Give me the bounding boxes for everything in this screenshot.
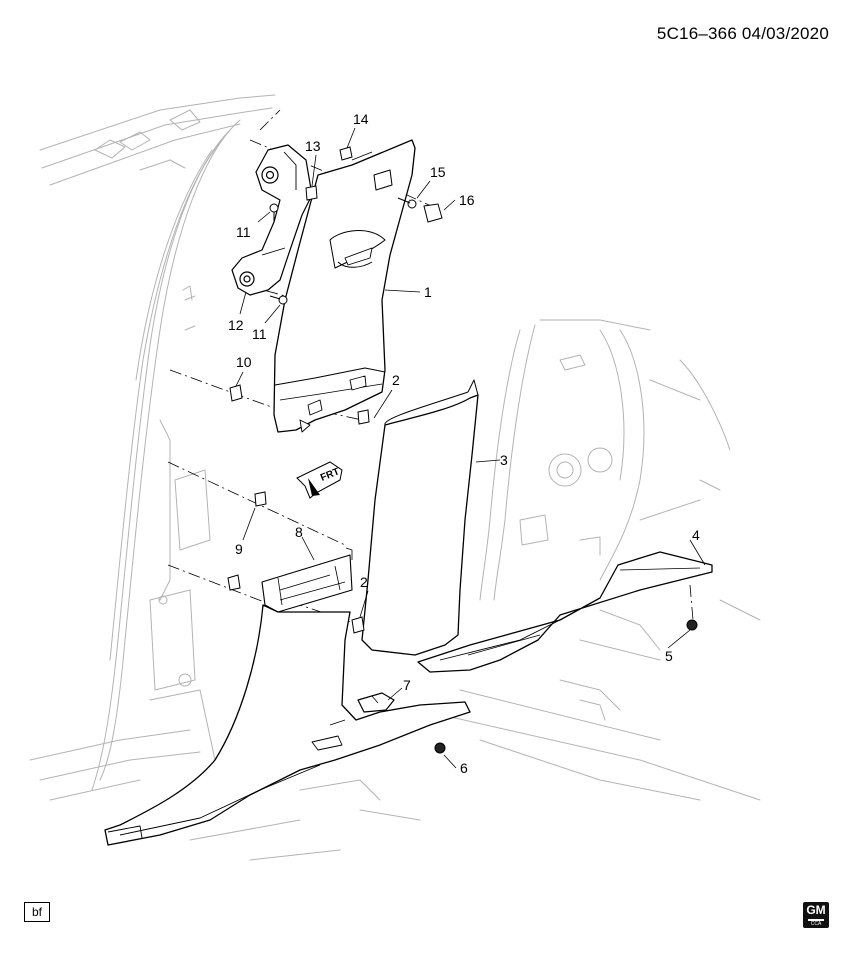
- front-direction-marker: FRT: [296, 461, 343, 499]
- clip-10: [229, 384, 243, 402]
- callout-9: 9: [235, 541, 243, 557]
- callout-6: 6: [460, 760, 468, 776]
- clip-2-lower: [351, 616, 365, 634]
- callout-3: 3: [500, 452, 508, 468]
- callout-12: 12: [228, 317, 244, 333]
- gm-logo-underline: [808, 919, 824, 921]
- pin-6: [434, 742, 446, 754]
- gm-logo-letters: GM: [806, 903, 826, 917]
- gm-logo-icon: GM CCA: [803, 902, 829, 928]
- lower-rocker-trim-left: [104, 604, 471, 846]
- callout-11: 11: [252, 326, 267, 342]
- bolt-11-lower: [278, 295, 288, 305]
- part-4-rear-sill-plate: [417, 551, 713, 673]
- clip-14: [339, 146, 353, 161]
- callout-14: 14: [353, 111, 369, 127]
- callout-7: 7: [403, 677, 411, 693]
- fasteners: [227, 146, 698, 754]
- screw-15: [407, 199, 417, 209]
- callout-4: 4: [692, 527, 700, 543]
- callout-16: 16: [459, 192, 475, 208]
- diagram-code-date: 5C16–366 04/03/2020: [656, 24, 829, 43]
- vehicle-body-structure: [29, 94, 761, 861]
- callout-10: 10: [236, 354, 252, 370]
- part-3-lower-b-pillar-trim: [361, 379, 479, 656]
- callout-leaders: [235, 127, 706, 769]
- clip-9-lower: [227, 574, 241, 591]
- clip-9-upper: [254, 491, 267, 507]
- bf-label-box: bf: [24, 902, 50, 922]
- callout-8: 8: [295, 524, 303, 540]
- bolt-11-upper: [269, 203, 279, 213]
- clip-2-upper: [357, 409, 370, 425]
- gm-logo-sub: CCA: [810, 921, 822, 927]
- callout-5: 5: [665, 648, 673, 664]
- callout-15: 15: [430, 164, 446, 180]
- part-7-cover-cap: [357, 692, 395, 713]
- callout-1: 1: [424, 284, 432, 300]
- callout-2: 2: [360, 574, 368, 590]
- clip-13: [305, 185, 318, 201]
- callout-2: 2: [392, 372, 400, 388]
- callout-13: 13: [305, 138, 321, 154]
- front-arrow-icon: [296, 461, 343, 499]
- pin-5: [686, 619, 698, 631]
- part-8-guide-bracket: [261, 547, 353, 613]
- cap-16: [423, 203, 443, 223]
- callout-11: 11: [236, 224, 251, 240]
- callout-numbers: 1 2 2 3 4 5 6 7 8 9 10 11 11 12 13 14 15…: [228, 111, 700, 776]
